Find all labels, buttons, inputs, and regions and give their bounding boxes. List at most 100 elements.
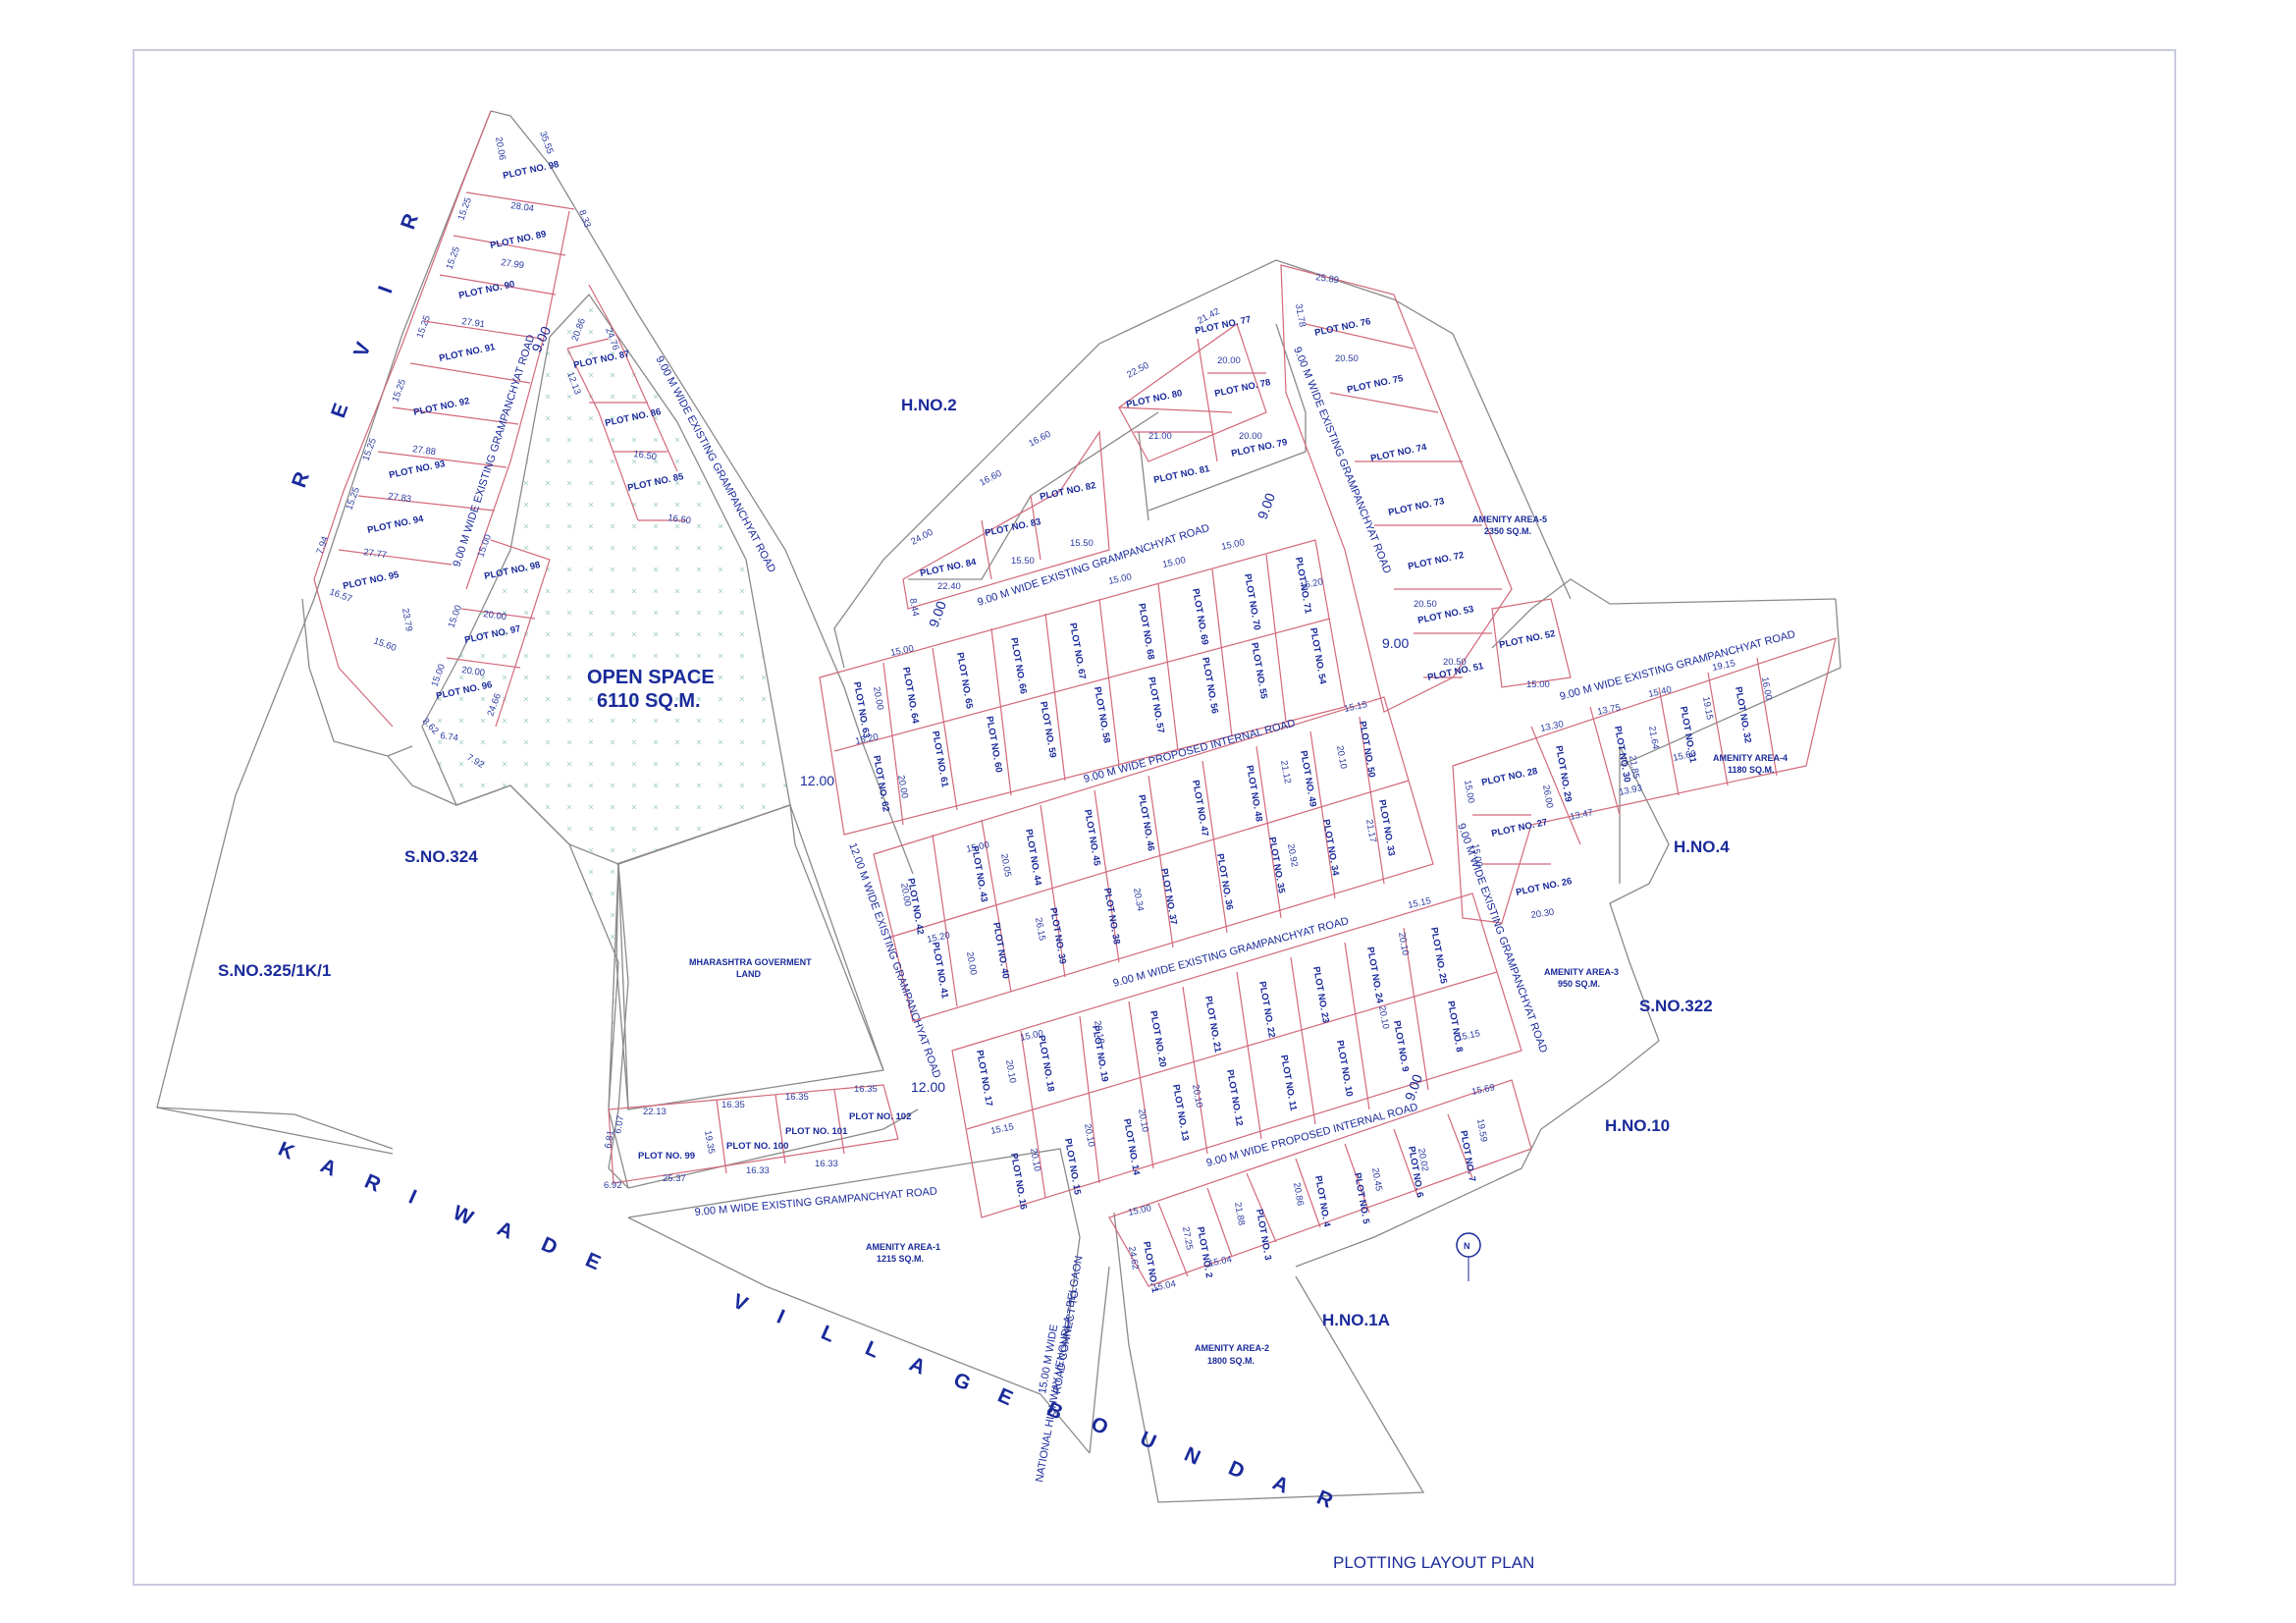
dim-label: 21.12	[1278, 760, 1293, 784]
village-boundary-letter: A	[906, 1353, 931, 1380]
dim-label: 13.93	[1618, 783, 1643, 798]
dim-label: 15.25	[414, 314, 432, 340]
dim-label: 20.10	[1028, 1148, 1042, 1172]
amenity-1-area: 1215 SQ.M.	[877, 1254, 924, 1264]
dim-label: 15.00	[889, 643, 915, 659]
road-width: 9.00	[926, 599, 949, 629]
plot-label: PLOT NO. 75	[1346, 373, 1405, 396]
village-boundary-letter: A	[1269, 1472, 1294, 1499]
road-width: 9.00	[1255, 491, 1278, 521]
village-boundary-letter: A	[494, 1217, 518, 1245]
north-arrow-icon: N	[1456, 1232, 1481, 1281]
amenity-4-area: 1180 SQ.M.	[1728, 765, 1775, 775]
dim-label: 20.10	[1396, 932, 1411, 956]
road-label: 9.00 M WIDE EXISTING GRAMPANCHYAT ROAD	[1455, 822, 1549, 1055]
dim-label: 20.10	[1092, 1020, 1106, 1045]
plot-label: PLOT NO. 55	[1249, 642, 1269, 701]
plot-label: PLOT NO. 101	[785, 1126, 848, 1137]
plot-label: PLOT NO. 63	[851, 681, 872, 739]
plot-label: PLOT NO. 28	[1480, 766, 1538, 788]
dim-label: 15.20	[1299, 576, 1324, 592]
plot-label: PLOT NO. 78	[1213, 377, 1271, 400]
plot-label: PLOT NO. 69	[1190, 588, 1210, 646]
dim-label: 15.69	[1470, 1082, 1496, 1098]
plot-label: PLOT NO. 56	[1200, 657, 1220, 715]
plot-label: PLOT NO. 36	[1214, 853, 1235, 911]
plot-label: PLOT NO. 60	[984, 716, 1004, 774]
dim-label: 20.50	[1443, 657, 1467, 668]
dim-label: 13.47	[1569, 807, 1594, 823]
dim-label: 20.10	[1136, 1109, 1150, 1133]
dim-label: 16.50	[667, 513, 692, 526]
plot-label: PLOT NO. 26	[1515, 876, 1573, 898]
plot-label: PLOT NO. 23	[1310, 966, 1331, 1024]
dim-label: 15.50	[1070, 538, 1094, 549]
plot-label: PLOT NO. 58	[1092, 686, 1112, 744]
area-label-s-no-325: S.NO.325/1K/1	[218, 961, 331, 980]
dim-label: 15.00	[1469, 843, 1484, 868]
plot-label: PLOT NO. 21	[1202, 996, 1223, 1055]
plot-label: PLOT NO. 30	[1612, 726, 1632, 784]
plot-label: PLOT NO. 99	[638, 1151, 695, 1162]
dim-label: 20.50	[1335, 353, 1359, 364]
plot-label: PLOT NO. 9	[1391, 1020, 1411, 1073]
dim-label: 15.60	[1672, 748, 1697, 764]
village-boundary-letter: L	[862, 1337, 884, 1364]
dim-label: 15.15	[1407, 895, 1432, 911]
dim-label: 21.85	[1627, 755, 1641, 780]
dim-label: 13.75	[1596, 702, 1622, 718]
dim-label: 20.45	[1369, 1167, 1384, 1192]
dim-label: 20.00	[895, 775, 910, 799]
village-boundary-letter: K	[275, 1138, 299, 1165]
plot-label: PLOT NO. 5	[1352, 1172, 1371, 1226]
dim-label: 16.00	[1759, 676, 1774, 701]
dim-label: 21.17	[1363, 819, 1378, 843]
government-land	[617, 804, 884, 1110]
dim-label: 6.81	[603, 1129, 616, 1149]
dim-label: 27.88	[412, 444, 437, 458]
dim-label: 20.00	[1239, 431, 1262, 442]
amenity-3-name: AMENITY AREA-3	[1544, 967, 1619, 977]
village-boundary-letter: D	[538, 1233, 562, 1261]
plot-label: PLOT NO. 44	[1023, 829, 1043, 888]
dim-label: 16.60	[1027, 429, 1052, 450]
dim-label: 15.25	[455, 196, 473, 222]
area-label-h-no-2: H.NO.2	[901, 396, 957, 414]
dim-label: 16.35	[854, 1084, 878, 1095]
plot-label: PLOT NO. 76	[1313, 316, 1371, 339]
amenity-2-name: AMENITY AREA-2	[1195, 1343, 1269, 1353]
plot-label: PLOT NO. 15	[1062, 1138, 1083, 1197]
dim-label: 15.50	[1011, 556, 1035, 567]
dim-label: 15.15	[1343, 699, 1368, 715]
plot-label: PLOT NO. 82	[1039, 480, 1096, 503]
river-letter: R	[288, 467, 314, 491]
dim-label: 20.10	[1190, 1084, 1204, 1109]
amenity-4-name: AMENITY AREA-4	[1713, 753, 1788, 763]
dim-label: 15.20	[854, 731, 880, 747]
dim-label: 20.92	[1285, 843, 1300, 868]
dim-label: 15.00	[446, 604, 463, 629]
dim-label: 20.10	[1376, 1005, 1391, 1030]
dim-label: 7.94	[314, 535, 331, 556]
plot-label: PLOT NO. 59	[1038, 701, 1058, 759]
plot-label: PLOT NO. 100	[726, 1141, 788, 1152]
site-boundary	[156, 110, 1842, 1503]
dim-label: 16.60	[978, 468, 1003, 489]
dim-label: 15.25	[390, 378, 407, 404]
plot-label: PLOT NO. 10	[1334, 1040, 1355, 1098]
area-label-s-no-324: S.NO.324	[404, 847, 478, 866]
north-label: N	[1464, 1241, 1470, 1251]
river-letter: V	[349, 338, 376, 360]
village-boundary-letter: E	[994, 1384, 1018, 1412]
plot-label: PLOT NO. 62	[871, 755, 891, 813]
village-boundary-letter: L	[818, 1322, 840, 1348]
village-boundary-letter: R	[1313, 1487, 1338, 1514]
plot-label: PLOT NO. 4	[1312, 1175, 1332, 1229]
plot-label: PLOT NO. 93	[388, 459, 446, 481]
plot-label: PLOT NO. 46	[1136, 794, 1156, 852]
plot-label: PLOT NO. 2	[1195, 1226, 1214, 1279]
dim-label: 15.15	[1456, 1028, 1481, 1044]
dim-label: 15.04	[1151, 1278, 1177, 1294]
dim-label: 15.20	[926, 930, 951, 946]
dim-label: 24.62	[1126, 1246, 1141, 1271]
